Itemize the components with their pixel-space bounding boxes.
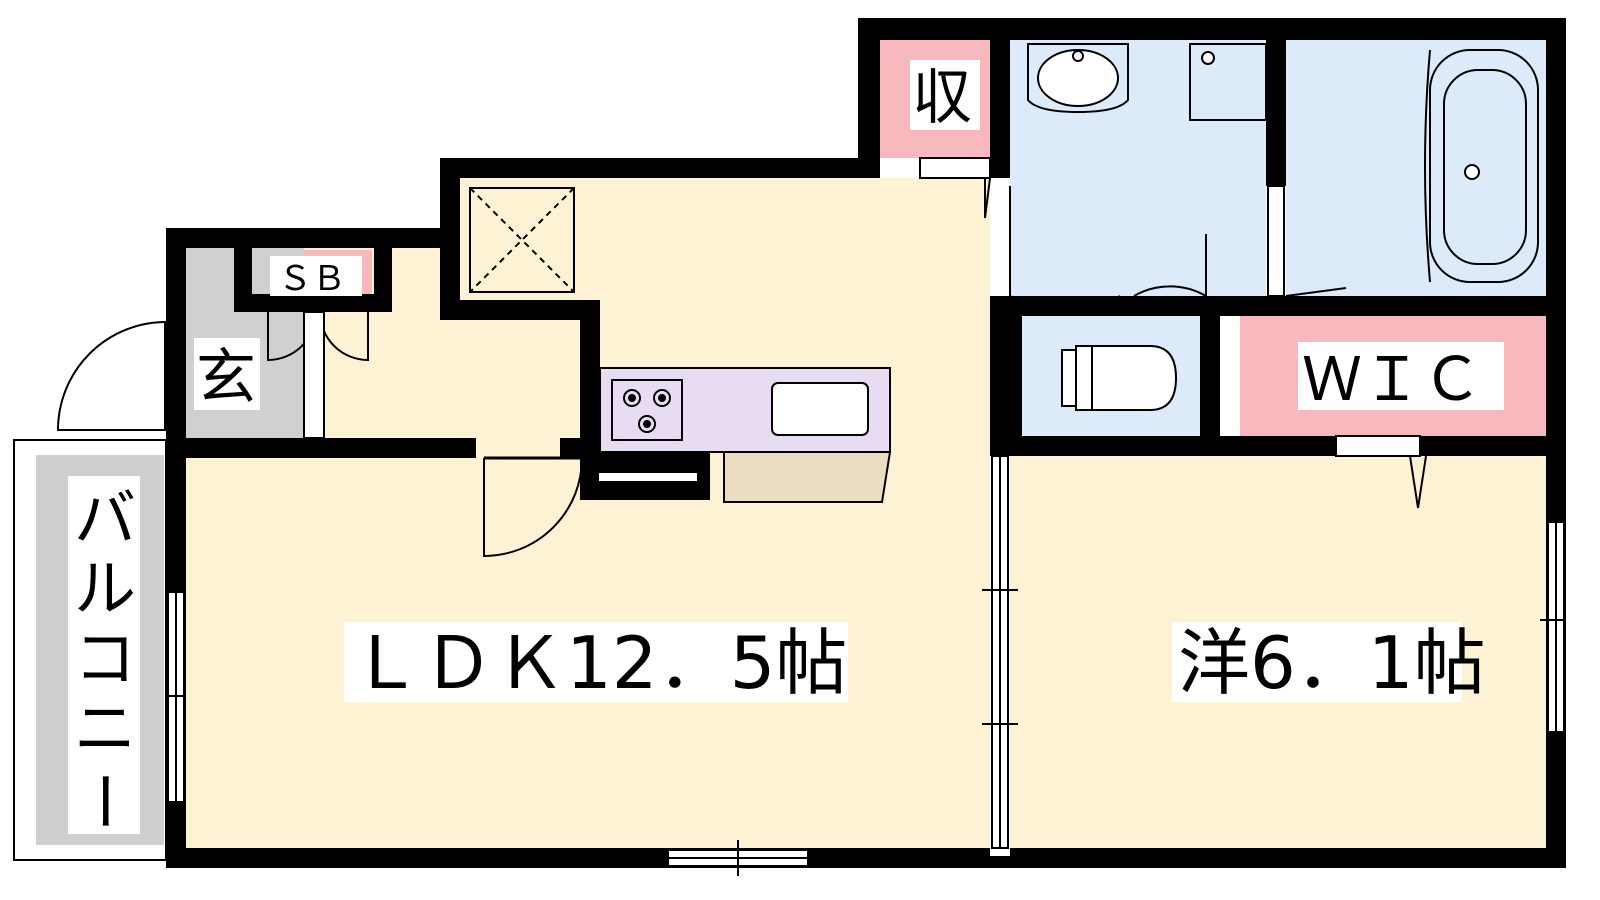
label-balcony-3: コ [74,622,136,695]
wall-sb-right [374,248,392,312]
wall-toilet-wic [1200,296,1220,456]
washbasin [1027,43,1129,114]
wall-storage-left [858,18,880,178]
wall-storage-right [990,18,1010,178]
wall-toilet-bottom [990,436,1336,456]
label-western: 洋6．1帖 [1178,621,1486,705]
label-balcony-1: バ [74,482,136,555]
wall-top-right [858,18,1566,40]
wall-top-left [166,228,440,248]
label-wic: ＷＩＣ [1302,345,1482,415]
storage-door-indicator [984,177,991,219]
doors [56,157,1427,558]
washing-machine-space [1189,43,1267,121]
wall-mid-horizontal [990,296,1566,316]
label-ldk: ＬＤＫ12．5帖 [350,621,847,705]
wall-wic-bottom [1420,436,1566,456]
bath-door-indicator [1285,287,1347,297]
wall-step-upper [440,158,460,318]
window-bath [1267,185,1285,297]
bathroom-floor [1286,40,1546,296]
stove [611,379,683,441]
label-storage: 収 [912,63,972,133]
wall-step-mid [440,300,600,320]
washroom-door [1009,186,1121,312]
label-shoe-box: ＳＢ [278,259,346,299]
partition-ldk-western [982,455,1018,849]
wall-bottom [166,848,1566,868]
windows [166,185,1566,876]
entrance-door [56,321,167,431]
wall-toilet-left [990,296,1022,456]
toilet-door [1133,234,1207,316]
kitchen-shelf [723,451,892,503]
label-entrance: 玄 [196,343,256,413]
toilet-bowl [1075,345,1178,411]
fixtures [469,43,1539,503]
wall-ldk-top [166,438,476,458]
toilet-tank [1061,349,1077,407]
ceiling-hatch [469,187,575,293]
bathtub [1429,49,1539,283]
wall-top-middle [440,158,880,178]
wall-wash-bath [1266,18,1286,186]
wic-door-indicator [1409,455,1427,509]
ldk-door [483,457,583,558]
kitchen-sink [771,382,869,436]
label-balcony-4: ニ [74,692,136,765]
label-balcony-5: ー [67,770,140,832]
balcony-outline [13,439,167,861]
wall-sb-bottom [234,294,392,312]
label-balcony-2: ル [74,552,136,625]
labels: ＬＤＫ12．5帖 洋6．1帖 ＷＩＣ 収 ＳＢ 玄 バ ル コ ニ ー [67,60,1504,834]
